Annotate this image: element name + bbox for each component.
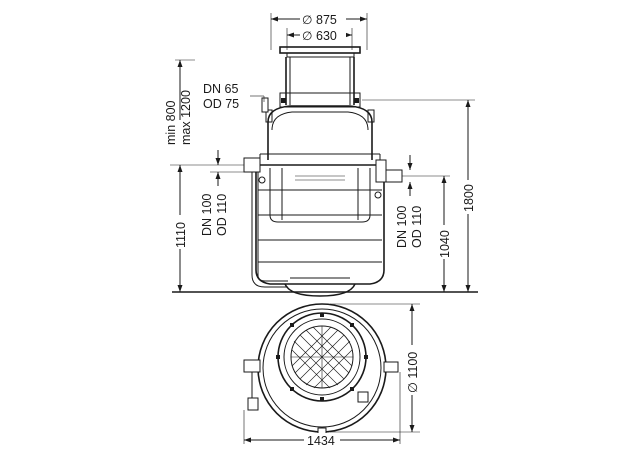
tank-side-view (243, 46, 403, 297)
label-dn65-od75: DN 65 OD 75 (203, 82, 265, 111)
label-min-800: min 800 (164, 100, 178, 145)
label-1800: 1800 (462, 184, 476, 212)
dimension-1800: 1800 (362, 99, 476, 292)
marker-inlet-left (210, 150, 244, 186)
dimension-diameter-1100: ∅ 1100 (330, 303, 420, 433)
dimension-1434: 1434 (243, 372, 401, 448)
label-dn100-od110-left: DN 100 OD 110 (200, 194, 229, 236)
dimension-min-max: min 800 max 1200 (164, 59, 195, 145)
label-dn100-right: DN 100 (395, 206, 409, 248)
label-od110-right: OD 110 (410, 206, 424, 248)
label-od110-left: OD 110 (215, 194, 229, 236)
dimension-diameter-630: ∅ 630 (286, 28, 353, 50)
label-diameter-875: 875 (316, 13, 337, 27)
dimension-diameter-875: ∅ 875 (270, 12, 368, 50)
marker-outlet-right (407, 155, 413, 196)
label-dn100-od110-right: DN 100 OD 110 (395, 206, 424, 248)
label-1434: 1434 (307, 434, 335, 448)
label-dn100-left: DN 100 (200, 194, 214, 236)
label-diameter-1100: ∅ 1100 (406, 352, 420, 393)
diameter-symbol: ∅ (302, 13, 312, 27)
label-dn65: DN 65 (203, 82, 238, 96)
dimension-1110: 1110 (170, 164, 244, 292)
label-1040: 1040 (438, 230, 452, 258)
dimension-1040: 1040 (402, 175, 452, 292)
label-max-1200: max 1200 (179, 90, 193, 145)
tank-top-view (243, 303, 399, 435)
label-od75: OD 75 (203, 97, 239, 111)
label-1110: 1110 (174, 222, 188, 248)
diameter-symbol: ∅ (302, 29, 312, 43)
label-diameter-630: 630 (316, 29, 337, 43)
